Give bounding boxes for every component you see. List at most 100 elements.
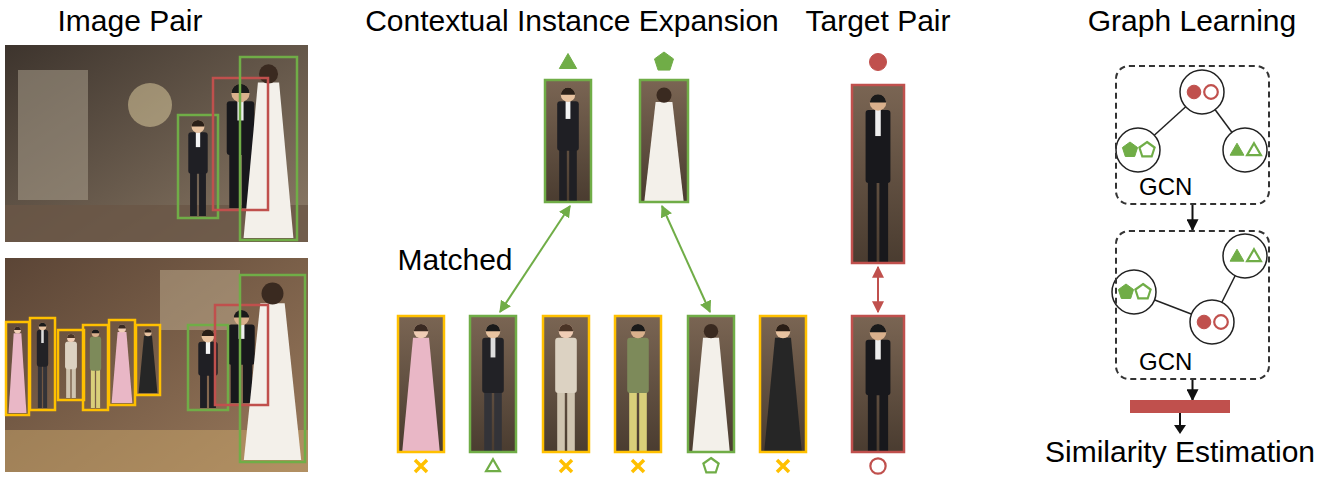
photo-top	[5, 45, 308, 242]
person-leg	[484, 390, 492, 452]
instance-symbol	[1122, 142, 1137, 156]
instance-symbol	[1214, 315, 1228, 329]
bounding-box	[240, 275, 305, 462]
crop-background	[852, 85, 904, 263]
person-hair	[631, 324, 645, 331]
photo-person	[65, 334, 77, 398]
person-dress	[112, 332, 133, 403]
person-hair	[192, 120, 205, 126]
person-head	[870, 324, 887, 341]
person-dress	[244, 303, 301, 460]
arrow-shaft	[1179, 413, 1181, 427]
person-leg	[639, 390, 647, 452]
person-leg	[66, 368, 70, 398]
instance-symbol	[1230, 143, 1244, 155]
bounding-box	[58, 330, 84, 400]
person-hair	[118, 324, 126, 328]
person-shirt	[566, 101, 571, 119]
cross-mark	[415, 460, 427, 472]
instance-symbol	[1247, 249, 1261, 261]
crop-person	[627, 324, 649, 452]
crop-border	[545, 80, 591, 202]
bounding-box	[215, 305, 268, 405]
person-dress	[644, 102, 683, 202]
person-head	[67, 334, 75, 342]
crop-border	[640, 80, 688, 202]
person-head	[561, 88, 575, 102]
photo-shelf	[18, 70, 88, 200]
person-head	[14, 327, 21, 334]
person-hair	[559, 324, 573, 331]
instance-symbol	[1247, 143, 1261, 155]
crop-person	[555, 324, 577, 452]
person-torso	[188, 132, 207, 174]
person-leg	[91, 369, 95, 408]
instance-symbol	[1139, 142, 1154, 156]
crop-background	[640, 80, 688, 202]
crop-person	[866, 324, 891, 452]
instance-symbol	[1204, 85, 1218, 99]
column-heading: Image Pair	[57, 4, 202, 38]
person-head	[262, 282, 284, 304]
bar-arrow	[1172, 413, 1188, 435]
person-head	[414, 324, 428, 338]
person-leg	[231, 363, 240, 403]
person-hair	[202, 329, 215, 335]
person-dress	[692, 338, 730, 452]
person-leg	[879, 180, 888, 263]
photo-person	[37, 323, 48, 408]
person-dress	[9, 333, 27, 413]
bounding-box	[30, 318, 55, 410]
graph-node	[1180, 70, 1224, 114]
feature-bar	[1130, 400, 1230, 413]
person-shirt	[491, 338, 496, 358]
person-leg	[229, 152, 239, 208]
person-hair	[870, 324, 887, 332]
graph-box: GCN	[1115, 230, 1270, 380]
person-torso	[866, 340, 891, 395]
gcn-label: GCN	[1139, 173, 1192, 201]
instance-symbol	[1230, 249, 1244, 261]
person-leg	[38, 365, 42, 408]
person-hair	[870, 94, 887, 102]
instance-symbol	[870, 54, 887, 71]
crop-background	[470, 316, 516, 452]
person-shirt	[196, 132, 200, 147]
flow-arrow	[1192, 205, 1194, 230]
output-label: Similarity Estimation	[1045, 435, 1315, 469]
photo-person	[139, 329, 158, 393]
person-head	[870, 94, 887, 111]
person-shirt	[41, 330, 44, 343]
column-heading: Contextual Instance Expansion	[365, 4, 779, 38]
bounding-box	[6, 322, 29, 415]
person-head	[234, 310, 249, 325]
crop-background	[545, 80, 591, 202]
person-torso	[37, 330, 48, 367]
crop-background	[760, 316, 806, 452]
person-torso	[482, 338, 504, 393]
match-arrow	[662, 206, 710, 312]
person-head	[39, 323, 47, 331]
person-head	[118, 324, 126, 332]
crop-person	[402, 324, 440, 452]
graph-box: GCN	[1115, 65, 1270, 205]
person-hair	[14, 327, 21, 330]
person-head	[656, 88, 671, 103]
crop-border	[852, 316, 904, 452]
crop-person	[764, 324, 802, 452]
crop-border	[398, 316, 444, 452]
bounding-box	[240, 57, 297, 240]
photo-person	[188, 120, 207, 216]
person-head	[92, 329, 100, 337]
graph-node	[1223, 128, 1267, 172]
person-leg	[200, 374, 207, 408]
person-leg	[72, 368, 76, 398]
person-torso	[557, 101, 579, 151]
instance-symbol	[1197, 315, 1211, 329]
person-dress	[764, 338, 802, 452]
bounding-box	[109, 320, 135, 405]
bounding-box	[188, 325, 228, 410]
instance-symbol	[559, 54, 576, 69]
